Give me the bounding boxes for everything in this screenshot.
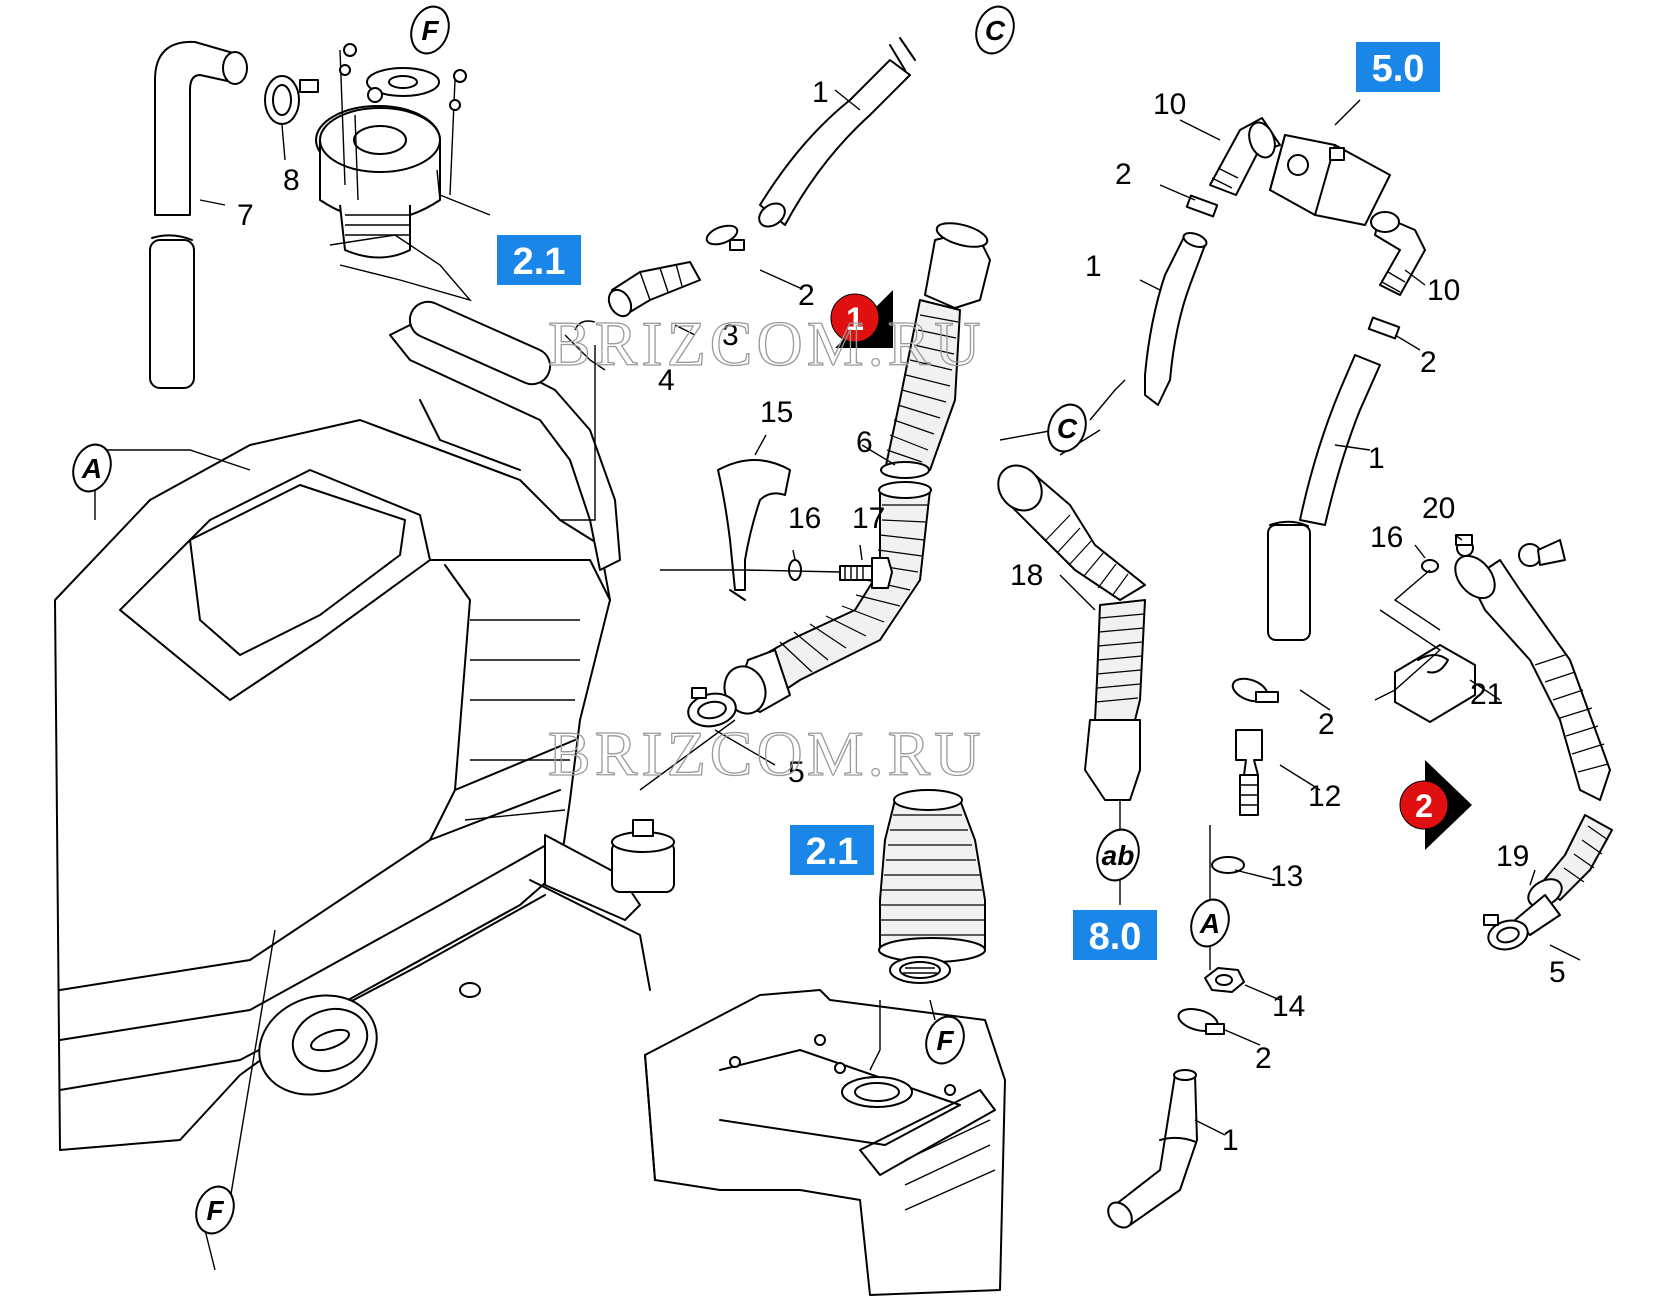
svg-text:ab: ab	[1102, 840, 1135, 871]
part-number-21: 21	[1470, 678, 1503, 711]
connector-C-mid: C	[1047, 403, 1087, 453]
connector-F-top: F	[410, 5, 450, 55]
part-number-2: 2	[1255, 1042, 1272, 1075]
svg-text:F: F	[206, 1195, 224, 1226]
bolt-17	[839, 557, 893, 589]
part-number-18: 18	[1010, 559, 1043, 592]
hose-nipple-3-4	[574, 261, 701, 331]
svg-text:C: C	[1057, 413, 1078, 444]
assembly-ref-5-0[interactable]: 5.0	[1356, 42, 1440, 92]
part-number-7: 7	[237, 199, 254, 232]
valve-5-0	[1269, 134, 1391, 226]
part-number-15: 15	[760, 396, 793, 429]
connector-F-mid: F	[925, 1015, 965, 1065]
assembly-ref-2-1-top[interactable]: 2.1	[497, 235, 581, 285]
svg-text:F: F	[421, 15, 439, 46]
connector-A-left: A	[72, 443, 112, 493]
assembly-ref-2-1-bottom[interactable]: 2.1	[790, 825, 874, 875]
part-number-16: 16	[1370, 521, 1403, 554]
connector-C-top: C	[975, 5, 1015, 55]
part-number-5: 5	[1549, 956, 1566, 989]
svg-text:A: A	[81, 453, 102, 484]
part-number-20: 20	[1422, 492, 1455, 525]
part-number-17: 17	[852, 502, 885, 535]
part-number-1: 1	[1222, 1124, 1239, 1157]
hose-clamp-5-left	[687, 687, 737, 728]
part-number-2: 2	[1115, 158, 1132, 191]
part-number-4: 4	[658, 364, 675, 397]
connector-A-right: A	[1190, 898, 1230, 948]
connector-ab: ab	[1096, 828, 1140, 882]
part-number-1: 1	[1085, 250, 1102, 283]
part-number-13: 13	[1270, 860, 1303, 893]
vacuum-motor	[315, 43, 473, 302]
valve-12-line	[1211, 677, 1279, 874]
part-number-2: 2	[1420, 346, 1437, 379]
filter-screen	[889, 956, 951, 984]
drain-hose-18	[997, 464, 1146, 801]
part-number-14: 14	[1272, 990, 1305, 1023]
hose-clamp-8	[264, 75, 319, 125]
nut-14	[1204, 967, 1245, 993]
bellows	[878, 789, 986, 963]
svg-text:2.1: 2.1	[513, 241, 566, 283]
elbow-10-bottom	[1370, 211, 1426, 296]
hose-bracket-15	[717, 459, 791, 601]
suction-pipe-7	[149, 40, 248, 389]
svg-text:1: 1	[846, 301, 864, 337]
svg-text:C: C	[985, 15, 1006, 46]
hose-1-top	[758, 37, 916, 228]
leader-lines	[94, 89, 1581, 1271]
part-number-5: 5	[788, 756, 805, 789]
part-number-1: 1	[812, 76, 829, 109]
connector-F-bottom: F	[195, 1185, 235, 1235]
hose-clamps-2-right	[1185, 194, 1401, 340]
part-number-2: 2	[798, 279, 815, 312]
hose-clamp-2-lower	[1177, 1008, 1225, 1035]
hose-clamp-5-right	[1483, 914, 1529, 951]
part-number-1: 1	[1368, 442, 1385, 475]
svg-text:2.1: 2.1	[806, 831, 859, 873]
hose-clamp-2	[705, 224, 745, 251]
badge-2-marker: 2	[1399, 760, 1472, 850]
part-number-19: 19	[1496, 840, 1529, 873]
part-number-2: 2	[1318, 708, 1335, 741]
part-numbers: 1 1 1 1 2 2 2 2 2 3 4 5 5 6 7 8 10 10 12…	[237, 76, 1566, 1157]
connector-markers: A A C C F F F ab	[72, 5, 1230, 1235]
hose-1-bottom	[1107, 1069, 1198, 1229]
elbow-10-top	[1209, 117, 1281, 196]
badge-1-marker: 1	[830, 290, 893, 348]
svg-text:5.0: 5.0	[1372, 48, 1425, 90]
part-number-16: 16	[788, 502, 821, 535]
watermark: BRIZCOM.RU	[548, 308, 985, 379]
part-number-3: 3	[722, 319, 739, 352]
machine-body	[54, 300, 675, 1151]
svg-text:A: A	[1199, 908, 1220, 939]
recovery-tank	[644, 989, 1006, 1296]
svg-text:8.0: 8.0	[1089, 916, 1142, 958]
part-number-12: 12	[1308, 780, 1341, 813]
watermark: BRIZCOM.RU	[548, 718, 985, 789]
part-number-10: 10	[1153, 88, 1186, 121]
hose-1-right-a	[1144, 232, 1208, 406]
bracket-21-washer-16-screw-20	[1394, 534, 1476, 723]
svg-text:2: 2	[1415, 788, 1433, 824]
part-number-6: 6	[856, 426, 873, 459]
svg-text:F: F	[936, 1025, 954, 1056]
assembly-ref-8-0[interactable]: 8.0	[1073, 910, 1157, 960]
hose-1-right-b	[1267, 354, 1381, 641]
washer-16	[788, 559, 802, 581]
part-number-10: 10	[1427, 274, 1460, 307]
drain-hose-19	[1454, 539, 1613, 936]
suction-hose-6	[723, 222, 991, 715]
part-number-8: 8	[283, 164, 300, 197]
